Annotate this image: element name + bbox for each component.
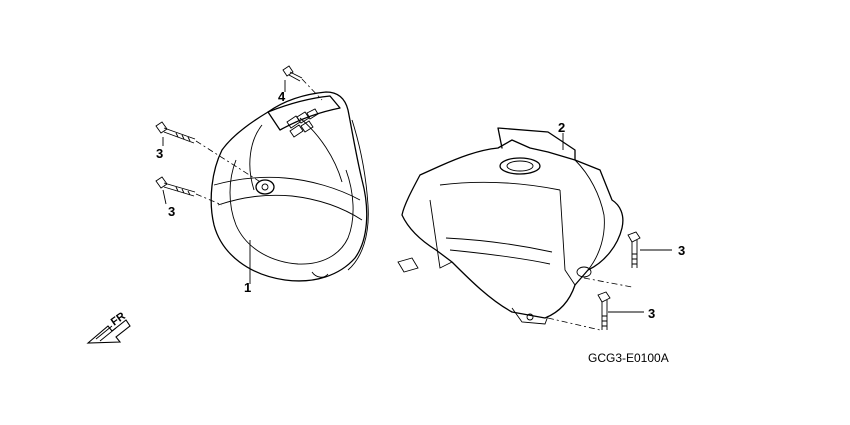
- callout-screw-top: 4: [278, 89, 286, 104]
- bolt-lower-left: [155, 176, 196, 197]
- callout-bolt-lower-right: 3: [648, 306, 655, 321]
- filler-opening: [499, 157, 541, 175]
- mounting-boss: [255, 179, 275, 195]
- shroud-part: [397, 127, 624, 325]
- screw-top: [282, 65, 303, 82]
- callout-bolt-upper-left: 3: [156, 146, 163, 161]
- vent-grille: [286, 108, 319, 138]
- fan-cover-part: [210, 91, 369, 282]
- assembly-line-1: [195, 140, 263, 184]
- front-direction-arrow: FR: [86, 310, 131, 344]
- bolt-upper-left: [155, 121, 196, 144]
- assembly-line-3: [301, 78, 323, 101]
- callout-bolt-upper-right: 3: [678, 243, 685, 258]
- bolt-lower-right: [597, 291, 611, 330]
- assembly-line-5: [547, 317, 601, 331]
- assembly-line-4: [583, 277, 633, 288]
- drawing-code: GCG3-E0100A: [588, 351, 669, 365]
- bolt-upper-right: [627, 231, 641, 268]
- assembly-line-2: [195, 193, 223, 206]
- callout-part-2: 2: [558, 120, 565, 135]
- callout-bolt-lower-left: 3: [168, 204, 175, 219]
- callout-part-1: 1: [244, 280, 251, 295]
